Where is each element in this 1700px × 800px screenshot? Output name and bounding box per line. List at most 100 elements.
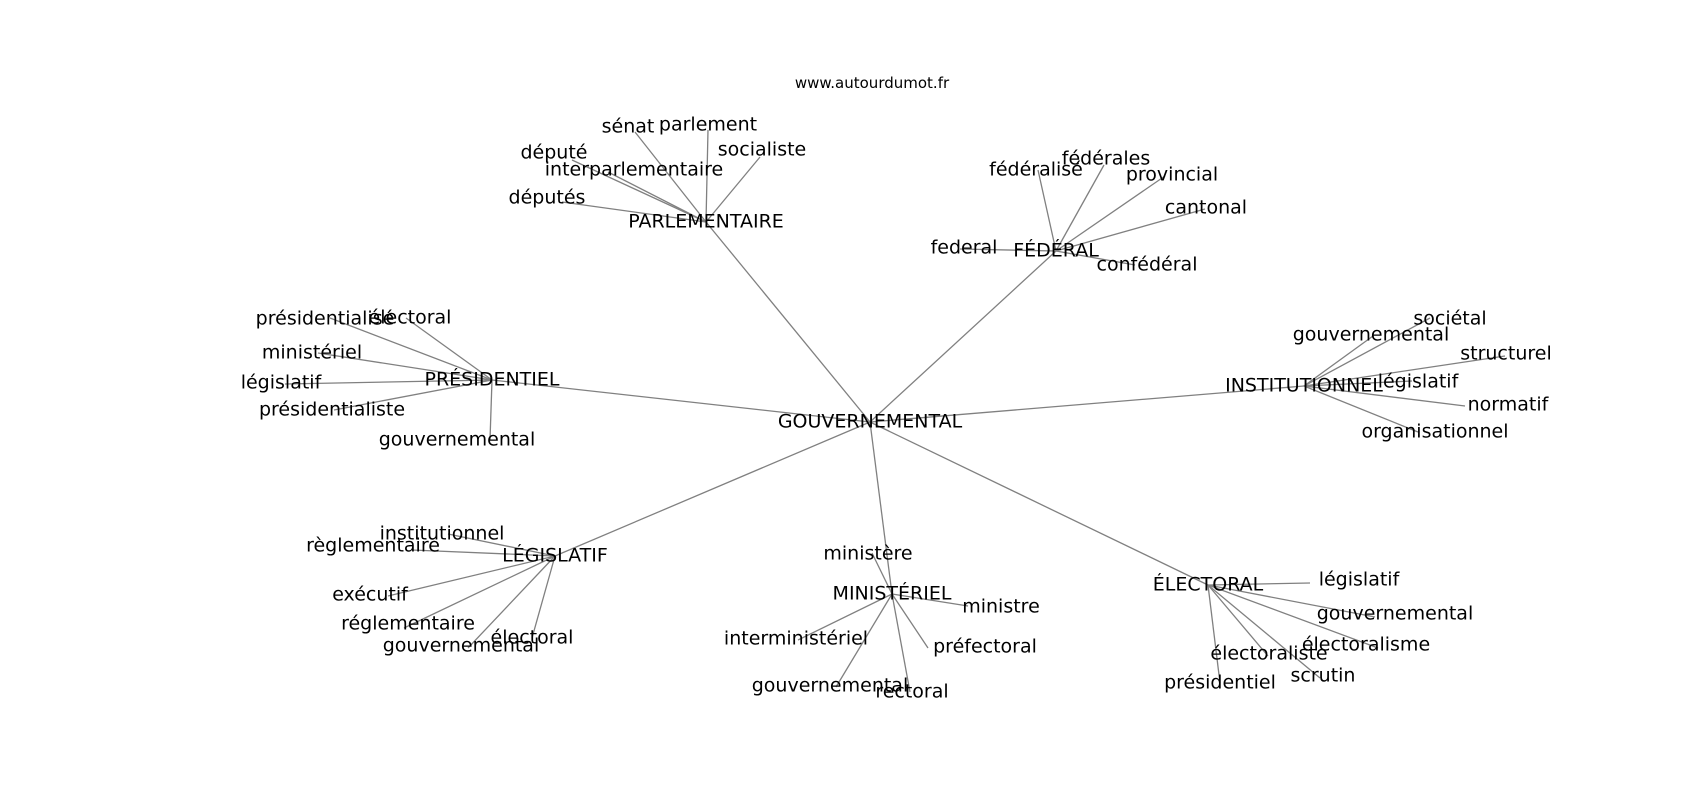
edge-hub-to-leaf [329,317,493,381]
edge-hub-to-leaf [607,171,707,223]
leaf-node-label[interactable]: interparlementaire [545,159,723,181]
edge-hub-to-leaf [891,593,911,693]
leaf-node-label[interactable]: fédéralisé [989,159,1083,181]
leaf-node-label[interactable]: législatif [1319,569,1401,591]
edge-hub-to-leaf [467,555,556,649]
leaf-node-label[interactable]: sociétal [1413,308,1486,330]
leaf-node-label[interactable]: exécutif [332,584,409,606]
leaf-node-label[interactable]: réglementaire [341,613,475,635]
leaf-node-label[interactable]: scrutin [1291,665,1356,687]
center-node-label[interactable]: GOUVERNEMENTAL [778,411,963,433]
edge-hub-to-leaf [705,129,709,223]
edge-hub-to-leaf [1303,385,1419,433]
edge-center-to-hub [869,421,893,595]
site-caption: www.autourdumot.fr [795,74,950,92]
edge-hub-to-leaf [1055,164,1105,252]
leaf-node-label[interactable]: député [521,142,588,164]
hub-node-label[interactable]: PARLEMENTAIRE [628,211,784,233]
edge-hub-to-leaf [571,159,707,223]
edge-hub-to-leaf [1207,584,1269,657]
edge-hub-to-leaf [1303,385,1466,407]
leaf-node-label[interactable]: ministre [962,596,1040,618]
edge-hub-to-leaf [835,593,893,688]
hub-node-label[interactable]: ÉLECTORAL [1153,573,1264,596]
leaf-node-label[interactable]: électoraliste [1210,643,1327,665]
hub-node-label[interactable]: INSTITUTIONNEL [1225,375,1383,397]
edge-hub-to-leaf [1303,335,1374,387]
edge-hub-to-leaf [411,549,556,557]
edge-hub-to-leaf [333,379,493,411]
leaf-node-label[interactable]: parlement [659,114,757,136]
leaf-node-label[interactable]: présidentiel [1164,672,1276,694]
leaf-node-label[interactable]: présidentialisé [256,308,395,330]
edge-hub-to-leaf [1207,584,1221,684]
edge-center-to-hub [491,379,871,423]
edge-hub-to-leaf [959,248,1057,252]
edge-hub-to-leaf [1055,208,1206,252]
leaf-node-label[interactable]: électoral [491,627,574,649]
leaf-node-label[interactable]: gouvernemental [1317,603,1473,625]
edge-hub-to-leaf [705,156,761,223]
edge-hub-to-leaf [405,317,493,381]
leaf-node-label[interactable]: gouvernemental [1293,324,1449,346]
leaf-node-label[interactable]: cantonal [1165,197,1247,219]
leaf-node-label[interactable]: structurel [1460,343,1552,365]
edge-hub-to-leaf [1303,355,1506,387]
edge-hub-to-leaf [634,131,707,223]
edge-center-to-hub [869,385,1305,423]
leaf-node-label[interactable]: gouvernemental [752,675,908,697]
leaf-node-label[interactable]: électoralisme [1302,634,1430,656]
leaf-node-label[interactable]: ministériel [262,342,362,364]
edge-hub-to-leaf [1303,317,1431,387]
edge-hub-to-leaf [891,593,969,607]
edges-layer [284,129,1506,693]
edge-hub-to-leaf [1303,380,1413,387]
edge-hub-to-leaf [1207,582,1311,586]
leaf-node-label[interactable]: ministère [823,543,912,565]
edge-hub-to-leaf [447,533,556,557]
leaf-node-label[interactable]: électoral [369,307,452,329]
hub-node-label[interactable]: PRÉSIDENTIEL [425,368,560,391]
edge-hub-to-leaf [1207,584,1376,618]
edge-hub-to-leaf [797,593,893,641]
edge-hub-to-leaf [489,379,493,441]
leaf-node-label[interactable]: préfectoral [933,636,1037,658]
leaf-node-label[interactable]: législatif [241,372,323,394]
edge-hub-to-leaf [387,555,556,597]
leaf-node-label[interactable]: présidentialiste [259,399,405,421]
hub-node-label[interactable]: LÉGISLATIF [502,544,608,567]
edge-hub-to-leaf [561,201,707,223]
edge-hub-to-leaf [1207,584,1379,649]
edge-hub-to-leaf [1037,169,1057,252]
leaf-node-label[interactable]: députés [509,187,586,209]
edge-hub-to-leaf [1055,250,1136,266]
leaf-node-label[interactable]: règlementaire [306,535,440,557]
hub-node-label[interactable]: MINISTÉRIEL [833,582,952,605]
edge-hub-to-leaf [284,379,493,385]
edge-center-to-hub [705,221,871,423]
leaf-node-label[interactable]: federal [931,237,998,259]
edge-center-to-hub [869,250,1057,423]
edge-hub-to-leaf [1055,175,1166,252]
leaf-node-label[interactable]: provincial [1126,164,1218,186]
leaf-node-label[interactable]: fédérales [1062,148,1150,170]
leaf-node-label[interactable]: confédéral [1097,254,1198,276]
leaf-node-label[interactable]: interministériel [724,628,868,650]
leaf-node-label[interactable]: normatif [1468,394,1550,416]
hub-node-label[interactable]: FÉDÉRAL [1013,239,1099,262]
leaf-node-label[interactable]: sénat [602,116,655,138]
leaf-node-label[interactable]: gouvernemental [383,635,539,657]
edge-center-to-hub [869,421,1209,586]
edge-hub-to-leaf [531,555,556,639]
leaf-node-label[interactable]: organisationnel [1361,421,1508,443]
leaf-node-label[interactable]: gouvernemental [379,429,535,451]
leaf-node-label[interactable]: institutionnel [380,523,505,545]
edge-hub-to-leaf [891,593,929,649]
edge-center-to-hub [554,421,871,557]
leaf-node-label[interactable]: rectoral [875,681,948,703]
leaf-node-label[interactable]: législatif [1378,371,1460,393]
edge-hub-to-leaf [1207,584,1321,679]
leaf-node-label[interactable]: socialiste [718,139,807,161]
